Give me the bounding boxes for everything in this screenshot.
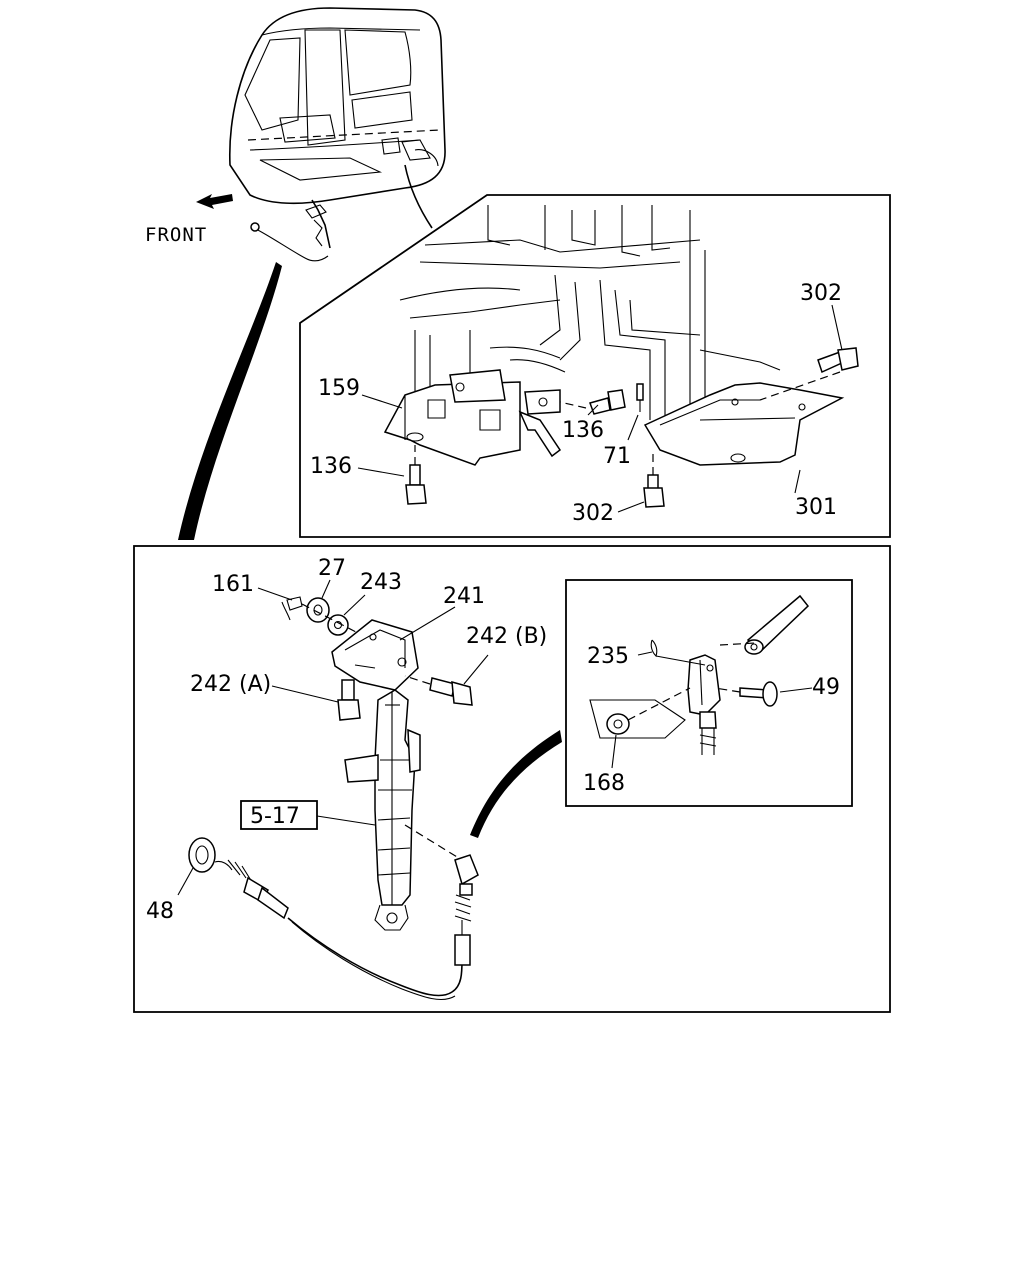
callout-241: 241 (443, 584, 485, 609)
callout-242a: 242 (A) (190, 672, 271, 697)
callout-49: 49 (812, 675, 840, 700)
lever-assembly-detail (133, 545, 891, 1013)
callout-302-top: 302 (800, 281, 842, 306)
front-label: FRONT (145, 224, 207, 246)
callout-27: 27 (318, 556, 346, 581)
callout-5-17: 5-17 (250, 804, 300, 829)
callout-48: 48 (146, 899, 174, 924)
callout-136-lower: 136 (310, 454, 352, 479)
callout-71: 71 (603, 444, 631, 469)
callout-136-upper: 136 (562, 418, 604, 443)
callout-161: 161 (212, 572, 254, 597)
pointer-to-lower-panel (178, 262, 282, 540)
callout-242b: 242 (B) (466, 624, 547, 649)
callout-235: 235 (587, 644, 629, 669)
cab-overview-drawing (196, 7, 446, 262)
callout-243: 243 (360, 570, 402, 595)
callout-168: 168 (583, 771, 625, 796)
callout-159: 159 (318, 376, 360, 401)
callout-301: 301 (795, 495, 837, 520)
callout-302-bottom: 302 (572, 501, 614, 526)
bracket-mount-detail (299, 194, 891, 538)
